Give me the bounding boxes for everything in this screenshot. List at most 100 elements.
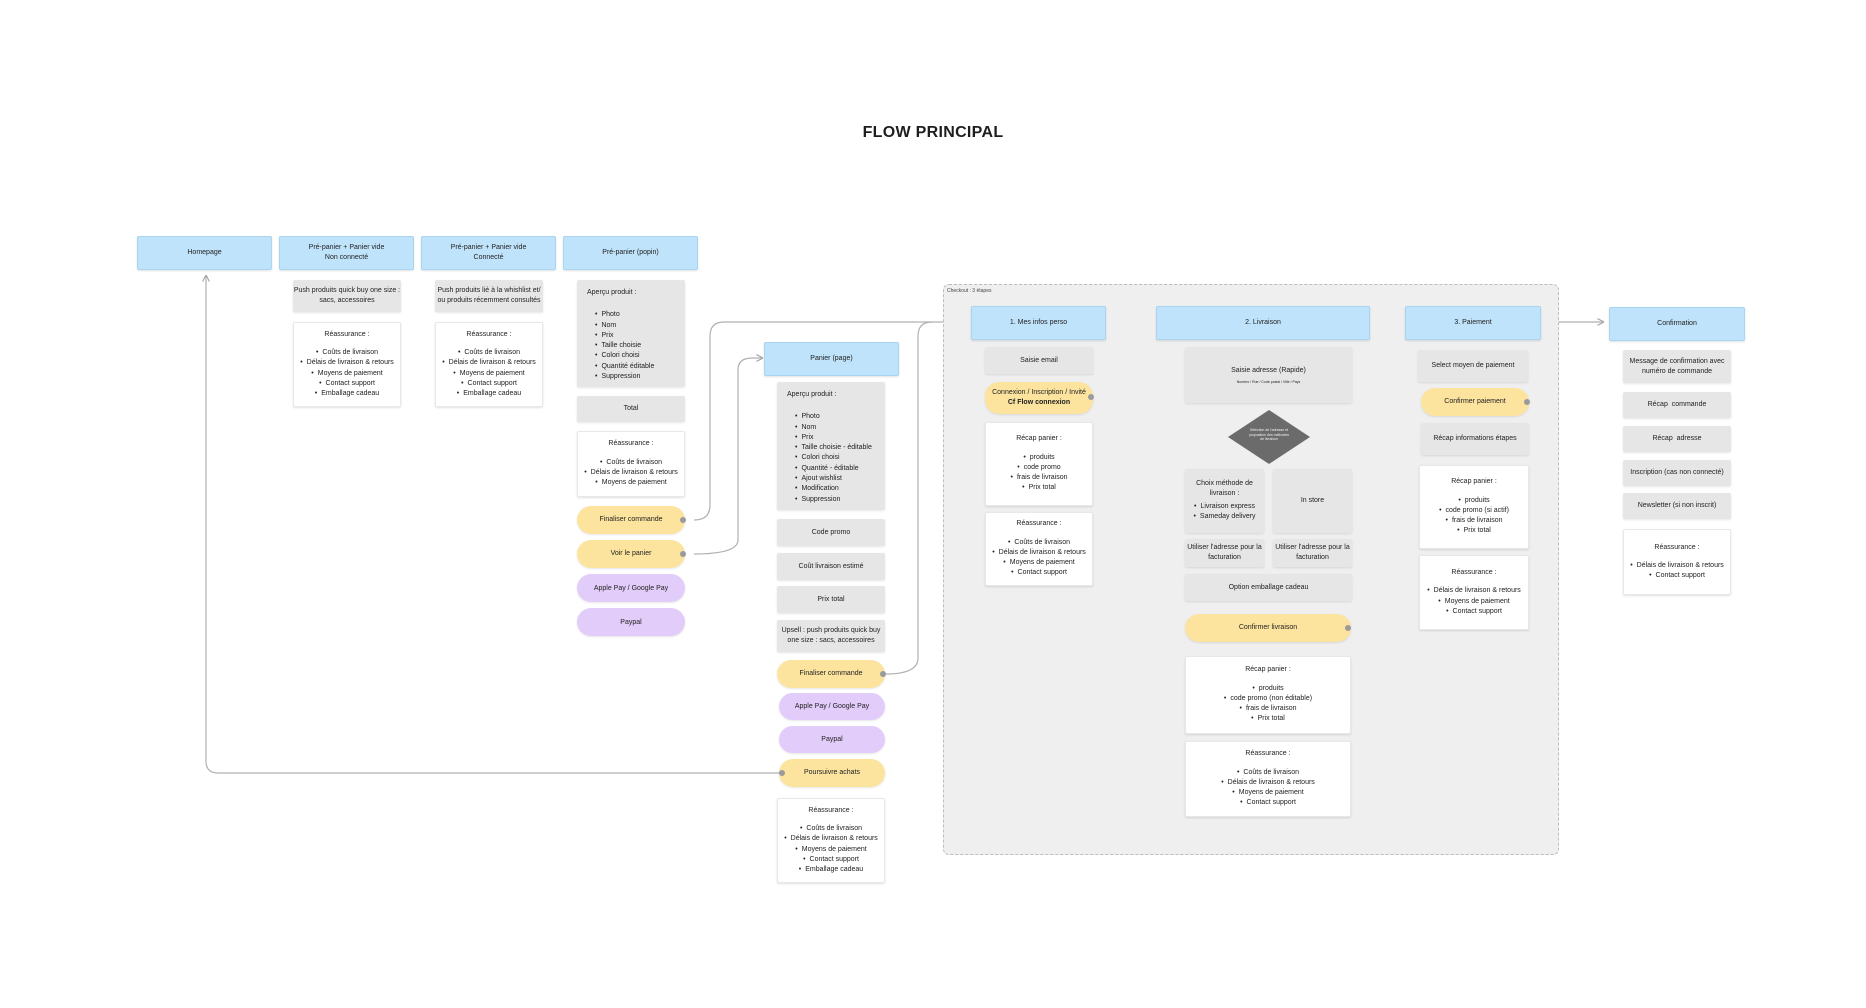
list-item: Nom <box>595 321 675 331</box>
connexion-button[interactable]: Connexion / Inscription / Invité Cf Flow… <box>985 382 1093 414</box>
box-label: Récap adresse <box>1652 435 1702 442</box>
choix-methode-box: Choix méthode de livraison : Livraison e… <box>1185 469 1264 533</box>
list-item: Colori choisi <box>795 453 875 463</box>
card-title: Réassurance : <box>466 330 512 338</box>
card-title: Récap panier : <box>1245 666 1291 674</box>
connector-handle <box>1345 625 1351 631</box>
card-title: Réassurance : <box>1245 750 1291 758</box>
connector-voir-panier-to-panier <box>693 358 762 555</box>
list-item: code promo (non éditable) <box>1186 694 1350 704</box>
reassurance-card: Réassurance : Coûts de livraison Délais … <box>777 798 885 883</box>
recap-list: produits code promo (non éditable) frais… <box>1186 684 1350 725</box>
list-item: Livraison express <box>1189 502 1260 512</box>
push-produits-box: Push produits lié à la whishlist et/ ou … <box>435 280 543 312</box>
reassurance-card: Réassurance : Coûts de livraison Délais … <box>577 431 685 497</box>
list-item: produits <box>986 453 1092 463</box>
list-item: Moyens de paiement <box>986 558 1092 568</box>
list-item: Contact support <box>294 379 400 389</box>
page-title: FLOW PRINCIPAL <box>862 124 1004 141</box>
confirmer-livraison-button[interactable]: Confirmer livraison <box>1185 614 1351 642</box>
card-title: Réassurance : <box>1016 520 1062 528</box>
list-item: Prix <box>795 433 875 443</box>
list-item: Taille choisie - éditable <box>795 443 875 453</box>
box-title: Choix méthode de livraison : <box>1196 480 1253 498</box>
connector-handle <box>1088 394 1094 400</box>
step3-paiement-node[interactable]: 3. Paiement <box>1405 306 1541 340</box>
recap-panier-card: Récap panier : produits code promo (si a… <box>1419 465 1529 549</box>
button-line: Cf Flow connexion <box>1007 399 1071 406</box>
box-line: Upsell : push produits quick buy <box>781 627 881 634</box>
card-title: Réassurance : <box>324 330 370 338</box>
apercu-list: Photo Nom Prix Taille choisie Colori cho… <box>587 310 675 382</box>
newsletter-box: Newsletter (si non inscrit) <box>1623 493 1731 519</box>
box-line: numéro de commande <box>1641 367 1713 375</box>
apercu-produit-box: Aperçu produit : Photo Nom Prix Taille c… <box>777 382 885 510</box>
list-item: Modification <box>795 484 875 494</box>
confirmation-node[interactable]: Confirmation <box>1609 307 1745 341</box>
list-item: Coûts de livraison <box>778 824 884 834</box>
reassurance-card: Réassurance : Délais de livraison & reto… <box>1419 555 1529 630</box>
box-line: Message de confirmation avec <box>1629 357 1725 365</box>
list-item: Délais de livraison & retours <box>1624 561 1730 571</box>
panier-page-node[interactable]: Panier (page) <box>764 342 899 376</box>
checkout-label: Checkout : 3 étapes <box>947 288 992 294</box>
box-label: Select moyen de paiement <box>1431 362 1515 369</box>
step2-livraison-node[interactable]: 2. Livraison <box>1156 306 1370 340</box>
list-item: Suppression <box>595 372 675 382</box>
button-label: Finaliser commande <box>599 516 663 523</box>
header-line: Non connecté <box>324 254 369 261</box>
apple-google-pay-button[interactable]: Apple Pay / Google Pay <box>779 693 885 720</box>
button-line: Connexion / Inscription / Invité <box>992 389 1086 396</box>
paypal-button[interactable]: Paypal <box>577 608 685 636</box>
step1-mes-infos-node[interactable]: 1. Mes infos perso <box>971 306 1106 340</box>
reassurance-list: Coûts de livraison Délais de livraison &… <box>294 348 400 399</box>
pre-panier-connecte-node[interactable]: Pré-panier + Panier vide Connecté <box>421 236 556 270</box>
reassurance-list: Coûts de livraison Délais de livraison &… <box>986 538 1092 579</box>
apple-google-pay-button[interactable]: Apple Pay / Google Pay <box>577 574 685 602</box>
paypal-button[interactable]: Paypal <box>779 726 885 753</box>
list-item: Emballage cadeau <box>436 389 542 399</box>
reassurance-card: Réassurance : Délais de livraison & reto… <box>1623 529 1731 595</box>
list-item: Sameday delivery <box>1189 512 1260 522</box>
card-title: Réassurance : <box>1654 543 1700 551</box>
list-item: Moyens de paiement <box>436 369 542 379</box>
reassurance-list: Délais de livraison & retours Contact su… <box>1624 561 1730 582</box>
list-item: frais de livraison <box>1420 516 1528 526</box>
list-item: Coûts de livraison <box>294 348 400 358</box>
list-item: Prix total <box>1420 526 1528 536</box>
pre-panier-non-connecte-node[interactable]: Pré-panier + Panier vide Non connecté <box>279 236 414 270</box>
reassurance-list: Coûts de livraison Délais de livraison &… <box>1186 768 1350 809</box>
finaliser-commande-button[interactable]: Finaliser commande <box>777 660 885 688</box>
reassurance-card: Réassurance : Coûts de livraison Délais … <box>985 512 1093 586</box>
header-label: 1. Mes infos perso <box>1009 319 1068 326</box>
list-item: Quantité - éditable <box>795 464 875 474</box>
confirmer-paiement-button[interactable]: Confirmer paiement <box>1421 388 1529 416</box>
pre-panier-popin-node[interactable]: Pré-panier (popin) <box>563 236 698 270</box>
poursuivre-achats-button[interactable]: Poursuivre achats <box>779 759 885 787</box>
box-label: Option emballage cadeau <box>1228 583 1309 591</box>
reassurance-list: Coûts de livraison Délais de livraison &… <box>778 824 884 875</box>
header-label: Confirmation <box>1657 320 1697 327</box>
button-label: Confirmer paiement <box>1444 398 1506 405</box>
header-label: Panier (page) <box>810 355 853 362</box>
box-label: Récap informations étapes <box>1433 435 1517 442</box>
header-line: Pré-panier + Panier vide <box>450 244 527 251</box>
cout-livraison-box: Coût livraison estimé <box>777 553 885 580</box>
homepage-node[interactable]: Homepage <box>137 236 272 270</box>
button-label: Paypal <box>821 736 843 743</box>
list-item: frais de livraison <box>986 473 1092 483</box>
recap-panier-card: Récap panier : produits code promo (non … <box>1185 656 1351 734</box>
card-title: Récap panier : <box>1451 478 1497 486</box>
button-label: Apple Pay / Google Pay <box>794 703 870 710</box>
list-item: code promo <box>986 463 1092 473</box>
list-item: Quantité éditable <box>595 362 675 372</box>
box-line: Push produits quick buy one size : <box>293 287 401 294</box>
header-line: Connecté <box>473 254 504 261</box>
finaliser-commande-button[interactable]: Finaliser commande <box>577 506 685 534</box>
voir-le-panier-button[interactable]: Voir le panier <box>577 540 685 568</box>
list-item: Moyens de paiement <box>1420 597 1528 607</box>
box-sublabel: Numéro / Rue / Code postal / Ville / Pay… <box>1236 379 1301 384</box>
list-item: Emballage cadeau <box>778 865 884 875</box>
facturation-box: Utiliser l'adresse pour la facturation <box>1185 539 1264 567</box>
list-item: Délais de livraison & retours <box>1186 778 1350 788</box>
